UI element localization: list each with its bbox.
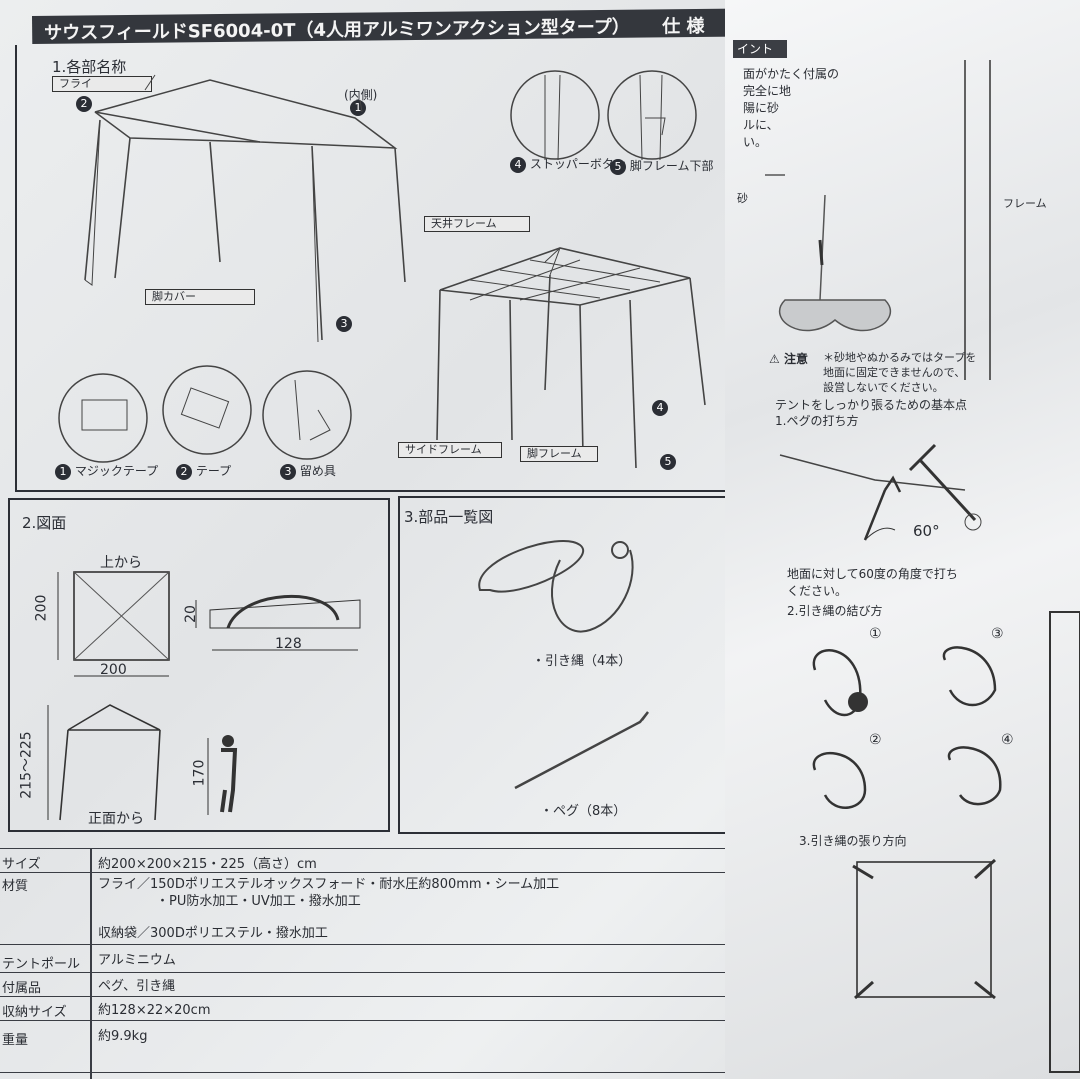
number-5-badge: 5 (660, 454, 676, 470)
frame-cut-label: フレーム (1003, 197, 1047, 210)
top-view-drawing (47, 571, 361, 821)
caution-text: ＊砂地やぬかるみではタープを地面に固定できませんので、設営しないでください。 (823, 351, 977, 394)
section-drawings (8, 498, 390, 832)
width-dim: 200 (100, 662, 127, 678)
peg-illustration (779, 443, 982, 541)
spec-row: サイズ約200×200×215・225（高さ）cm (0, 848, 780, 872)
spec-row-continuation: ・PU防水加工・UV加工・撥水加工 (156, 894, 361, 909)
bag-length-dim: 128 (275, 636, 302, 652)
rope-illustration (478, 540, 649, 790)
spec-row: 付属品ペグ、引き縄 (0, 972, 780, 996)
peg-title: 1.ペグの打ち方 (775, 414, 859, 428)
peg-note: 地面に対して60度の角度で打ちください。 (787, 567, 958, 598)
part-5-label: 5 脚フレーム下部 (610, 157, 713, 175)
front-view-label: 正面から (88, 811, 144, 827)
part-2-label: 2 テープ (176, 462, 231, 480)
step-1-label: ① (869, 626, 882, 642)
sand-label: 砂 (737, 192, 748, 205)
point-heading: イント (733, 40, 787, 58)
rope-steps: ① ② ③ ④ (795, 612, 1055, 842)
intro-text: 面がかたく付属の完全に地陽に砂ルに、い。 (743, 67, 840, 149)
ceiling-frame-label: 天井フレーム (424, 216, 530, 232)
side-frame-label: サイドフレーム (398, 442, 502, 458)
part-1-label: 1 マジックテープ (55, 462, 158, 480)
spec-row: 収納袋／300Dポリエステル・撥水加工 (98, 926, 328, 941)
basics-title: テントをしっかり張るための基本点 (775, 398, 968, 412)
peg-item-label: ・ペグ（8本） (540, 804, 627, 819)
canopy-illustration (84, 74, 406, 343)
part-3-label: 3 留め具 (280, 462, 336, 480)
number-3-badge: 3 (336, 316, 352, 332)
step-2-label: ② (869, 732, 882, 748)
section1-title: 1.各部名称 (52, 58, 127, 76)
inside-label: (内側) (344, 88, 378, 102)
caution-label: ⚠ 注意 (769, 352, 808, 366)
spec-table: サイズ約200×200×215・225（高さ）cm 材質フライ／150Dポリエス… (0, 838, 780, 1079)
spec-row: 材質フライ／150Dポリエステルオックスフォード・耐水圧約800mm・シーム加工 (0, 872, 780, 895)
number-2-badge: 2 (76, 96, 92, 112)
spec-row: 重量約9.9kg (0, 1020, 780, 1048)
direction-illustration (852, 611, 1080, 1073)
spec-row: 収納サイズ約128×22×20cm (0, 996, 780, 1020)
knot-illustration (812, 646, 1002, 809)
sand-illustration (765, 60, 991, 380)
frame-illustration (436, 247, 706, 469)
rope-item-label: ・引き縄（4本） (532, 654, 632, 669)
step-4-label: ④ (1001, 732, 1014, 748)
right-panel-instructions: イント 面がかたく付属の完全に地陽に砂ルに、い。 砂 フレーム ⚠ 注意 ＊砂地… (725, 0, 1080, 1079)
step-3-label: ③ (991, 626, 1004, 642)
section-parts-names (15, 45, 762, 492)
leg-cover-label: 脚カバー (145, 289, 255, 305)
spec-row: テントポールアルミニウム (0, 944, 780, 972)
leg-frame-label: 脚フレーム (520, 446, 598, 462)
fly-label: フライ (52, 76, 152, 92)
rope-title: 2.引き縄の結び方 (787, 604, 883, 618)
top-view-label: 上から (100, 555, 142, 571)
number-4-badge: 4 (652, 400, 668, 416)
section2-title: 2.図面 (22, 514, 67, 532)
direction-title: 3.引き縄の張り方向 (799, 834, 907, 848)
detail-circles-illustration (58, 70, 697, 463)
section3-title: 3.部品一覧図 (404, 508, 494, 526)
part-4-label: 4 ストッパーボタン (510, 155, 626, 173)
angle-label: 60° (913, 522, 940, 540)
